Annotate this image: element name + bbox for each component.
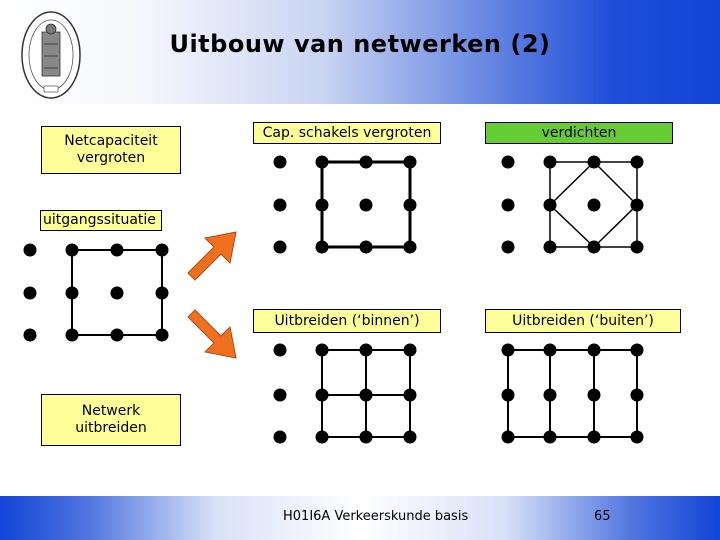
slide-title: Uitbouw van netwerken (2) xyxy=(169,30,551,58)
uitbreiden-buiten-box: Uitbreiden (‘buiten’) xyxy=(485,309,681,333)
orange-arrow-icon xyxy=(187,231,237,281)
verdichten-box: verdichten xyxy=(485,122,673,144)
uitgangssituatie-label: uitgangssituatie xyxy=(43,212,156,228)
university-seal-icon xyxy=(21,11,81,99)
header-band xyxy=(0,0,720,104)
uitbreiden-buiten-label: Uitbreiden (‘buiten’) xyxy=(512,312,654,329)
network-capacity xyxy=(273,155,417,254)
netcapaciteit-box: Netcapaciteit vergroten xyxy=(41,126,181,174)
uitbreiden-binnen-box: Uitbreiden (‘binnen’) xyxy=(253,309,441,333)
uitgangssituatie-box: uitgangssituatie xyxy=(40,210,162,231)
orange-arrow-icon xyxy=(187,309,237,359)
verdichten-label: verdichten xyxy=(541,124,617,141)
network-expand-outside xyxy=(501,343,644,444)
netcapaciteit-label: Netcapaciteit vergroten xyxy=(64,133,158,166)
footer-course: H01I6A Verkeerskunde basis xyxy=(283,509,469,524)
netwerk-uitbreiden-box: Netwerk uitbreiden xyxy=(41,394,181,446)
cap-schakels-label: Cap. schakels vergroten xyxy=(262,124,432,141)
footer-page-number: 65 xyxy=(594,509,611,524)
netwerk-uitbreiden-label: Netwerk uitbreiden xyxy=(75,403,147,436)
cap-schakels-box: Cap. schakels vergroten xyxy=(253,122,441,144)
network-initial xyxy=(23,243,169,342)
network-expand-inside xyxy=(273,343,417,444)
footer-band xyxy=(0,496,720,540)
network-densify xyxy=(501,155,644,254)
uitbreiden-binnen-label: Uitbreiden (‘binnen’) xyxy=(274,312,420,329)
